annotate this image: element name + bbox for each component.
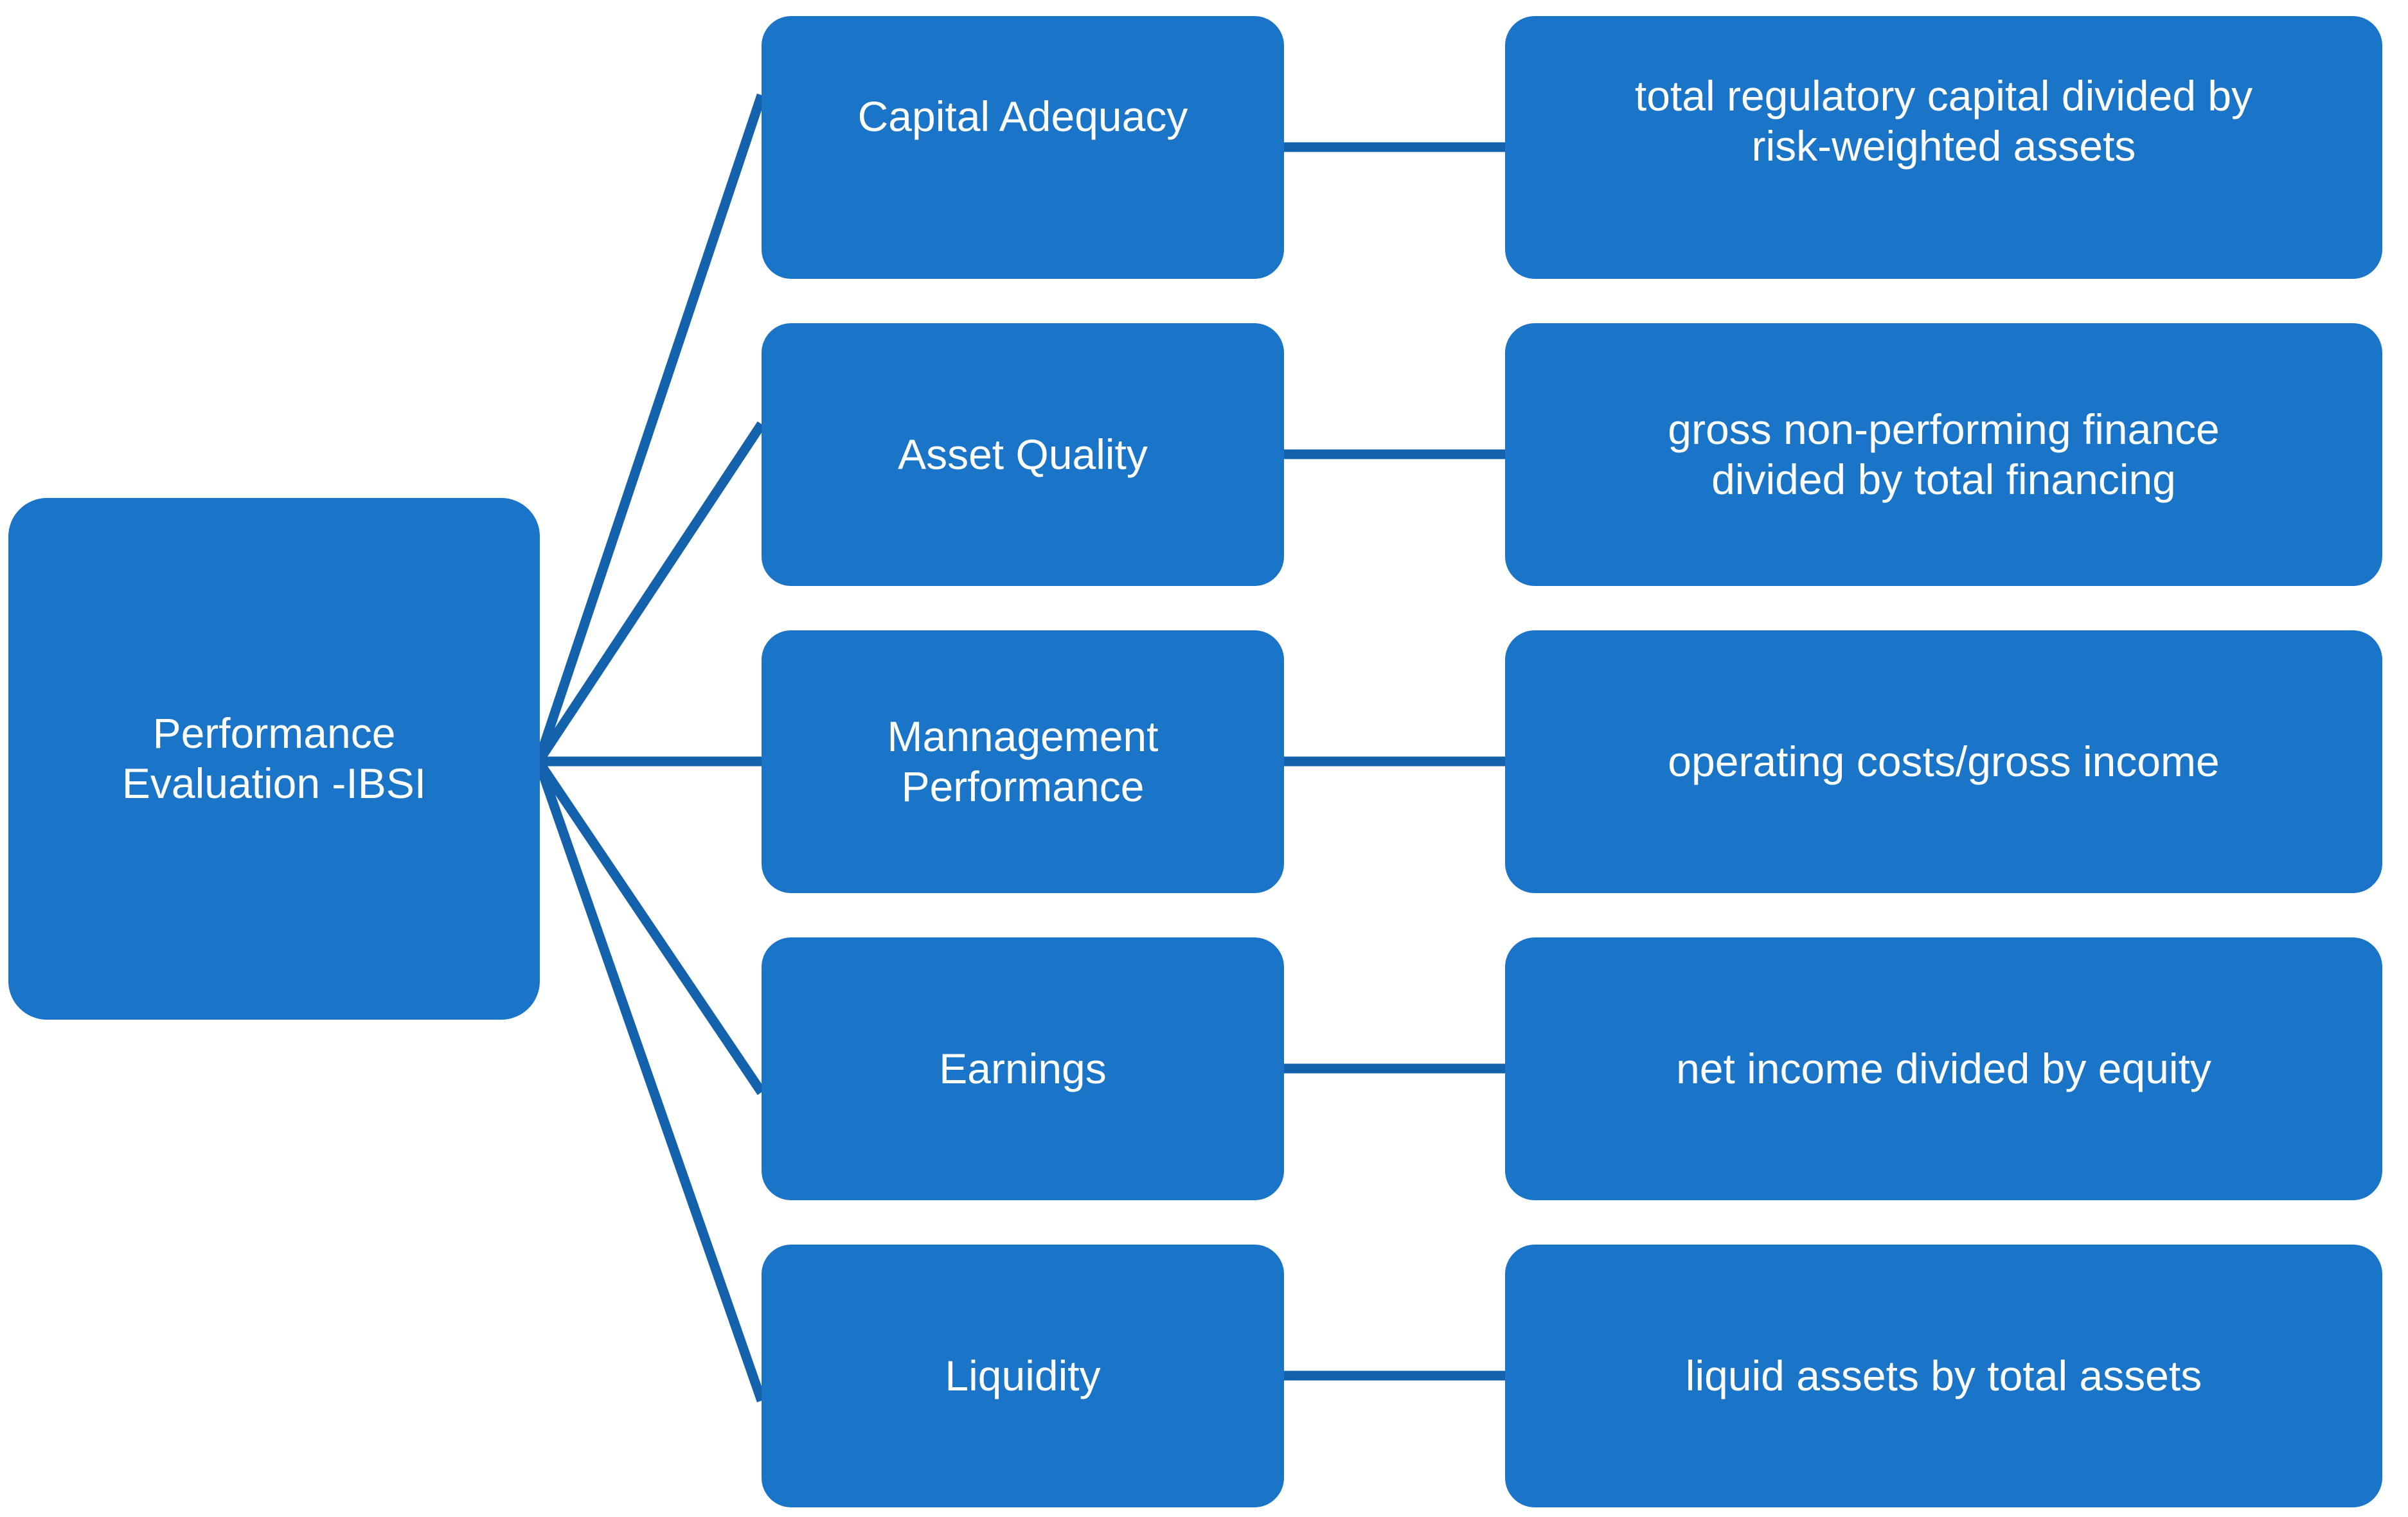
detail-node-label: liquid assets by total assets [1685,1351,2202,1399]
branch-node-label: Liquidity [945,1351,1101,1399]
detail-node-asset-quality[interactable]: gross non-performing finance divided by … [1505,323,2382,586]
detail-node-mannagement-performance[interactable]: operating costs/gross income [1505,630,2382,893]
detail-node-label: total regulatory capital divided by risk… [1634,72,2253,170]
detail-node-capital-adequacy[interactable]: total regulatory capital divided by risk… [1505,16,2382,279]
detail-node-label: gross non-performing finance divided by … [1668,405,2220,503]
connector-root-to-asset-quality [534,421,766,765]
connector-root-to-earnings [534,758,766,1096]
detail-node-label: net income divided by equity [1676,1044,2211,1092]
branch-node-asset-quality[interactable]: Asset Quality [762,323,1284,586]
root-node-performance-evaluation[interactable]: Performance Evaluation -IBSI [8,498,540,1020]
detail-node-label: operating costs/gross income [1668,737,2220,785]
branch-node-label: Mannagement Performance [887,712,1159,810]
branch-node-label: Capital Adequacy [857,93,1188,140]
connector-root-to-liquidity [533,759,767,1403]
connector-root-to-capital-adequacy [533,93,767,763]
branch-node-label: Asset Quality [898,430,1148,478]
branch-node-mannagement-performance[interactable]: Mannagement Performance [762,630,1284,893]
branch-node-earnings[interactable]: Earnings [762,937,1284,1200]
branch-node-liquidity[interactable]: Liquidity [762,1245,1284,1507]
detail-node-liquidity[interactable]: liquid assets by total assets [1505,1245,2382,1507]
detail-node-earnings[interactable]: net income divided by equity [1505,937,2382,1200]
root-node-label: Performance Evaluation -IBSI [121,709,427,807]
branch-node-label: Earnings [939,1044,1107,1092]
branch-node-capital-adequacy[interactable]: Capital Adequacy [762,16,1284,279]
